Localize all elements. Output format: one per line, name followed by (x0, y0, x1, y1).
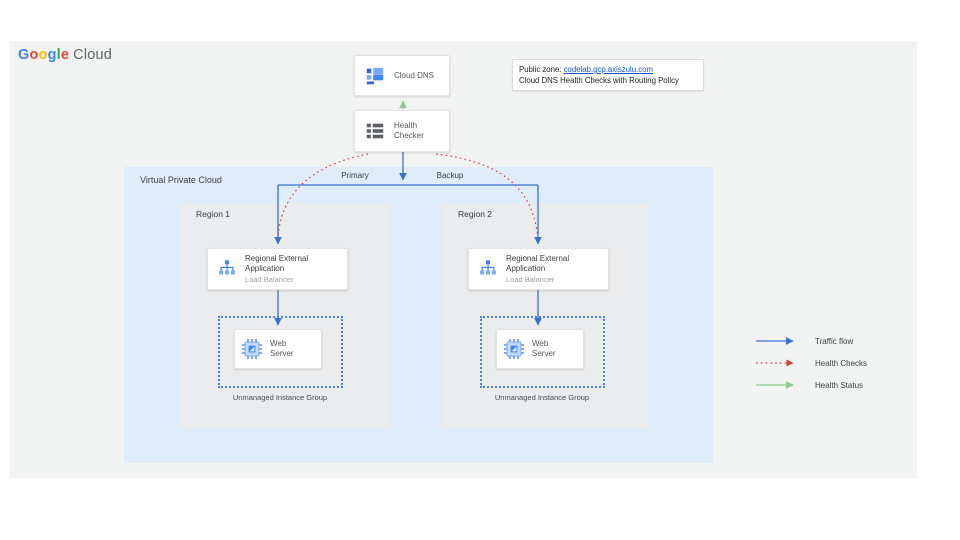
compute-engine-icon (502, 337, 526, 361)
legend-health-status-label: Health Status (815, 380, 864, 390)
logo-letter: o (38, 47, 48, 63)
load-balancer-icon (477, 258, 499, 280)
backup-edge-label: Backup (436, 171, 464, 180)
logo-letter: g (47, 47, 57, 63)
logo-letter: o (29, 47, 39, 63)
legend-row-health-checks: Health Checks (755, 352, 867, 374)
annotation-line2: Cloud DNS Health Checks with Routing Pol… (519, 76, 679, 85)
region-2-label: Region 2 (458, 209, 493, 219)
legend-traffic-flow-label: Traffic flow (815, 336, 854, 346)
load-balancer-2-subtitle: Load Balancer (506, 274, 555, 284)
load-balancer-1-title: Regional External Application (245, 253, 309, 273)
health-checker-list-icon (364, 120, 386, 142)
instance-group-1-boundary (218, 316, 343, 388)
logo-letter: e (60, 47, 70, 63)
health-checker-node: Health Checker (354, 110, 450, 152)
health-checker-label: Health Checker (394, 121, 424, 140)
load-balancer-2-node: Regional External Application Load Balan… (468, 248, 609, 290)
traffic-flow-arrow-icon (756, 337, 794, 345)
health-checks-arrow-icon (756, 359, 794, 367)
vpc-label: Virtual Private Cloud (140, 175, 222, 185)
logo-letter: l (56, 47, 61, 63)
web-server-1-node: Web Server (234, 329, 322, 369)
legend: Traffic flow Health Checks Health Status (755, 330, 867, 396)
load-balancer-1-subtitle: Load Balancer (245, 274, 294, 284)
primary-edge-label: Primary (341, 171, 369, 180)
load-balancer-2-title: Regional External Application (506, 253, 570, 273)
legend-row-health-status: Health Status (755, 374, 867, 396)
public-zone-label: Public zone: (519, 65, 564, 74)
logo-letter: G (18, 47, 30, 63)
cloud-dns-node: Cloud DNS (354, 55, 450, 96)
web-server-1-label: Web Server (270, 339, 294, 358)
instance-group-1-label: Unmanaged Instance Group (232, 393, 328, 402)
public-zone-link[interactable]: codelab.gcp.axiszulu.com (563, 65, 653, 74)
load-balancer-icon (216, 258, 238, 280)
cloud-dns-icon (364, 65, 386, 87)
instance-group-2-label: Unmanaged Instance Group (494, 393, 590, 402)
web-server-2-node: Web Server (496, 329, 584, 369)
cloud-dns-label: Cloud DNS (394, 70, 435, 80)
instance-group-2-boundary (480, 316, 605, 388)
load-balancer-1-node: Regional External Application Load Balan… (207, 248, 348, 290)
region-1-label: Region 1 (196, 209, 231, 219)
public-zone-annotation: Public zone: codelab.gcp.axiszulu.com Cl… (512, 59, 704, 91)
logo-cloud-text: Cloud (73, 47, 113, 63)
health-status-arrow-icon (756, 381, 794, 389)
web-server-2-label: Web Server (532, 339, 556, 358)
legend-row-traffic-flow: Traffic flow (755, 330, 867, 352)
compute-engine-icon (240, 337, 264, 361)
legend-health-checks-label: Health Checks (815, 358, 868, 368)
